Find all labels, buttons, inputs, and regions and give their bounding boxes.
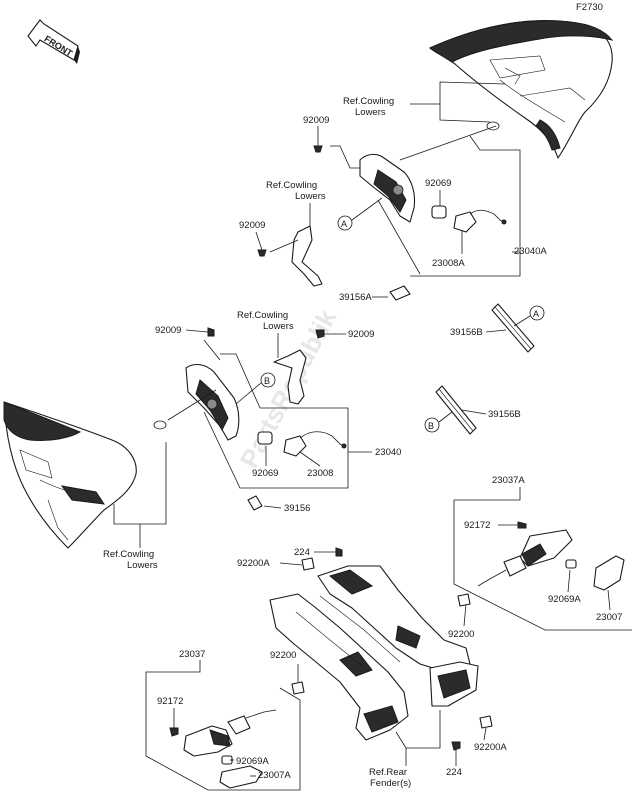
part-23040: 23040 [375,447,401,458]
callout-b-right-label: B [428,421,434,431]
part-92172-right: 92172 [464,520,490,531]
part-92069-mid: 92069 [252,468,278,479]
cowling-lower-left [3,401,167,549]
part-23008: 23008 [307,468,333,479]
turn-signal-bracket-upper [291,153,416,287]
part-92200A-top: 92200A [237,558,270,569]
bulb-socket-upper [431,205,507,233]
callout-a-top-label: A [341,219,347,229]
bulb-socket-lower [257,431,347,457]
ref-cowling-center-l1: Ref.Cowling [237,310,288,321]
ref-cowling-left-l1: Ref.Cowling [103,549,154,560]
part-39156B-a: 39156B [450,327,483,338]
part-224-bottom: 224 [446,767,462,778]
front-arrow-badge: FRONT [27,19,80,64]
part-39156B-b: 39156B [488,409,521,420]
turn-signal-rear-left [183,709,277,789]
turn-signal-rear-right [477,529,625,591]
part-92200-right: 92200 [448,629,474,640]
part-39156A: 39156A [339,292,372,303]
part-23037: 23037 [179,649,205,660]
figure-code: F2730 [576,2,603,13]
callout-b-right: B [424,417,440,433]
turn-signal-bracket-lower [185,349,307,441]
part-23008A: 23008A [432,258,465,269]
part-92069A-right: 92069A [548,594,581,605]
ref-cowling-mid-l1: Ref.Cowling [266,180,317,191]
part-224-top: 224 [294,547,310,558]
cowling-lower-right [428,20,614,159]
part-23007: 23007 [596,612,622,623]
ref-rear-fender-l2: Fender(s) [370,778,411,789]
part-92009-right: 92009 [348,329,374,340]
part-92069-top: 92069 [425,178,451,189]
part-92200-left: 92200 [270,650,296,661]
rear-fender-bracket [269,565,479,741]
ref-cowling-center-l2: Lowers [263,321,294,332]
part-92009-left: 92009 [155,325,181,336]
callout-a-right: A [529,305,545,321]
part-23007A: 23007A [258,770,291,781]
callout-b-center: B [260,372,276,388]
sleeve-39156B-upper [491,303,535,353]
callout-b-center-label: B [264,376,270,386]
ref-cowling-top-l2: Lowers [355,107,386,118]
part-23037A: 23037A [492,475,525,486]
ref-cowling-left-l2: Lowers [127,560,158,571]
callout-a-top: A [337,215,353,231]
ref-cowling-mid-l2: Lowers [295,191,326,202]
part-92009-mid: 92009 [239,220,265,231]
part-92200A-bottom: 92200A [474,742,507,753]
ref-rear-fender-l1: Ref.Rear [369,767,407,778]
callout-a-right-label: A [533,309,539,319]
part-92069A-left: 92069A [236,756,269,767]
sleeve-39156B-lower [435,385,477,435]
part-92172-left: 92172 [157,696,183,707]
part-23040A: 23040A [514,246,547,257]
part-92009-top: 92009 [303,115,329,126]
ref-cowling-top-l1: Ref.Cowling [343,96,394,107]
part-39156: 39156 [284,503,310,514]
